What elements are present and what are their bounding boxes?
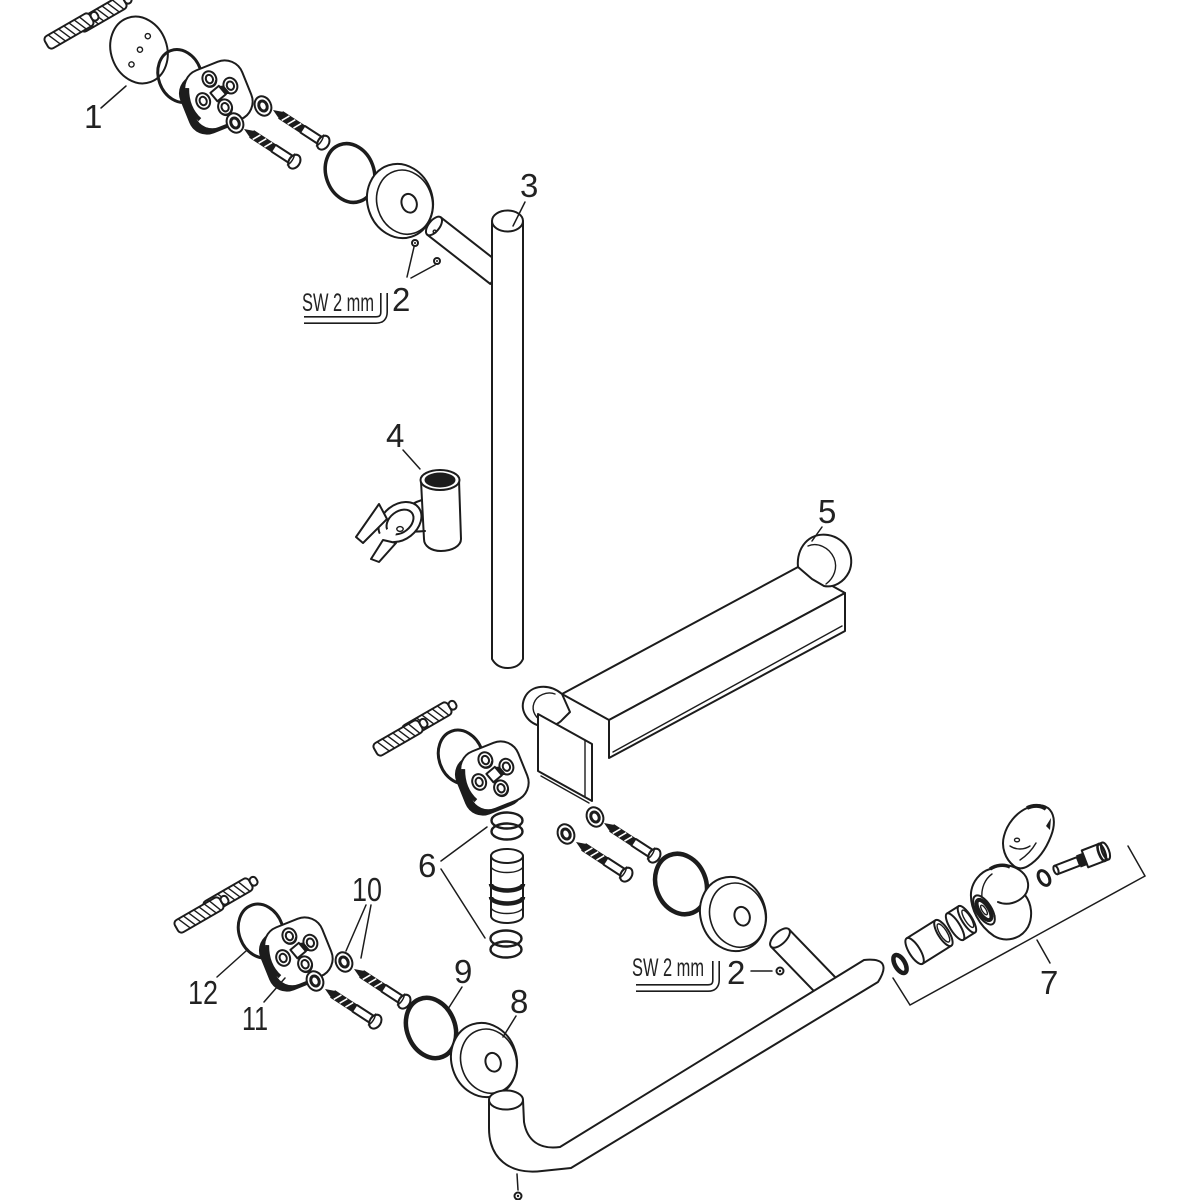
o-ring (323, 141, 377, 205)
washer (250, 92, 276, 120)
washer-10 (331, 948, 357, 976)
leader-line-9 (447, 986, 463, 1010)
bearing-ring (972, 894, 996, 926)
sleeve-cylinder (904, 918, 954, 966)
leader-line-12 (216, 950, 247, 978)
part-label-9: 9 (454, 953, 472, 990)
o-ring-small (1036, 869, 1052, 887)
o-ring-9 (403, 995, 459, 1061)
leader-line-2 (406, 246, 436, 279)
mounting-bracket (170, 52, 262, 143)
leader-line-11 (263, 977, 286, 1003)
part-label-1: 1 (84, 98, 102, 135)
o-ring (652, 851, 710, 917)
leader-line-6 (440, 826, 488, 939)
part-label-12: 12 (188, 974, 218, 1011)
wall-bar-cap (491, 209, 524, 233)
leader-line-3 (512, 201, 526, 227)
wall-anchor (41, 7, 103, 52)
o-ring-mini (891, 952, 909, 976)
spring-upper (490, 811, 524, 841)
cover-plate (109, 15, 169, 85)
group-bracket-7 (892, 845, 1147, 1006)
washer (582, 803, 608, 831)
mounting-bracket (446, 733, 538, 824)
wall-anchor (370, 714, 432, 759)
part-label-6: 6 (418, 847, 436, 884)
leader-line-7 (1036, 939, 1051, 964)
pivot-pin (1052, 841, 1112, 876)
washer (553, 820, 579, 848)
bevel-ring (944, 904, 978, 942)
leader-line-8 (502, 1015, 517, 1038)
part-label-2: 2 (392, 281, 410, 318)
part-label-2b: 2 (727, 954, 745, 991)
part-label-10: 10 (352, 871, 382, 908)
connector-insert (488, 848, 526, 924)
slider-holder (355, 469, 462, 565)
bar-wall-stub (424, 215, 505, 285)
part-label-4: 4 (386, 417, 404, 454)
mounting-screw (570, 834, 637, 885)
mounting-screw (348, 961, 415, 1012)
wall-bar (491, 220, 524, 669)
wrench-size-label: SW 2 mm (632, 954, 704, 982)
leader-line-4 (402, 449, 421, 470)
grab-bar (488, 958, 885, 1173)
part-label-3: 3 (520, 167, 538, 204)
spring-lower (489, 929, 523, 959)
wrench-size-label: SW 2 mm (302, 289, 374, 317)
part-label-8: 8 (510, 983, 528, 1020)
mounting-screw (238, 121, 305, 172)
wall-anchor (171, 891, 233, 936)
leader-line-5 (811, 526, 823, 542)
leader-line-elbow-screw (516, 1173, 519, 1191)
part-label-7: 7 (1040, 964, 1058, 1001)
mounting-screw (267, 102, 334, 153)
leader-line-1 (100, 85, 127, 109)
shelf-bracket (521, 533, 853, 804)
rail-stub (769, 927, 841, 1000)
part-label-5: 5 (818, 493, 836, 530)
leader-line-10 (345, 904, 372, 959)
mounting-bracket-11 (250, 909, 342, 1000)
holder-clamp (1002, 803, 1055, 870)
part-label-11: 11 (242, 1000, 268, 1037)
escutcheon (689, 867, 777, 961)
mounting-screw (319, 981, 386, 1032)
